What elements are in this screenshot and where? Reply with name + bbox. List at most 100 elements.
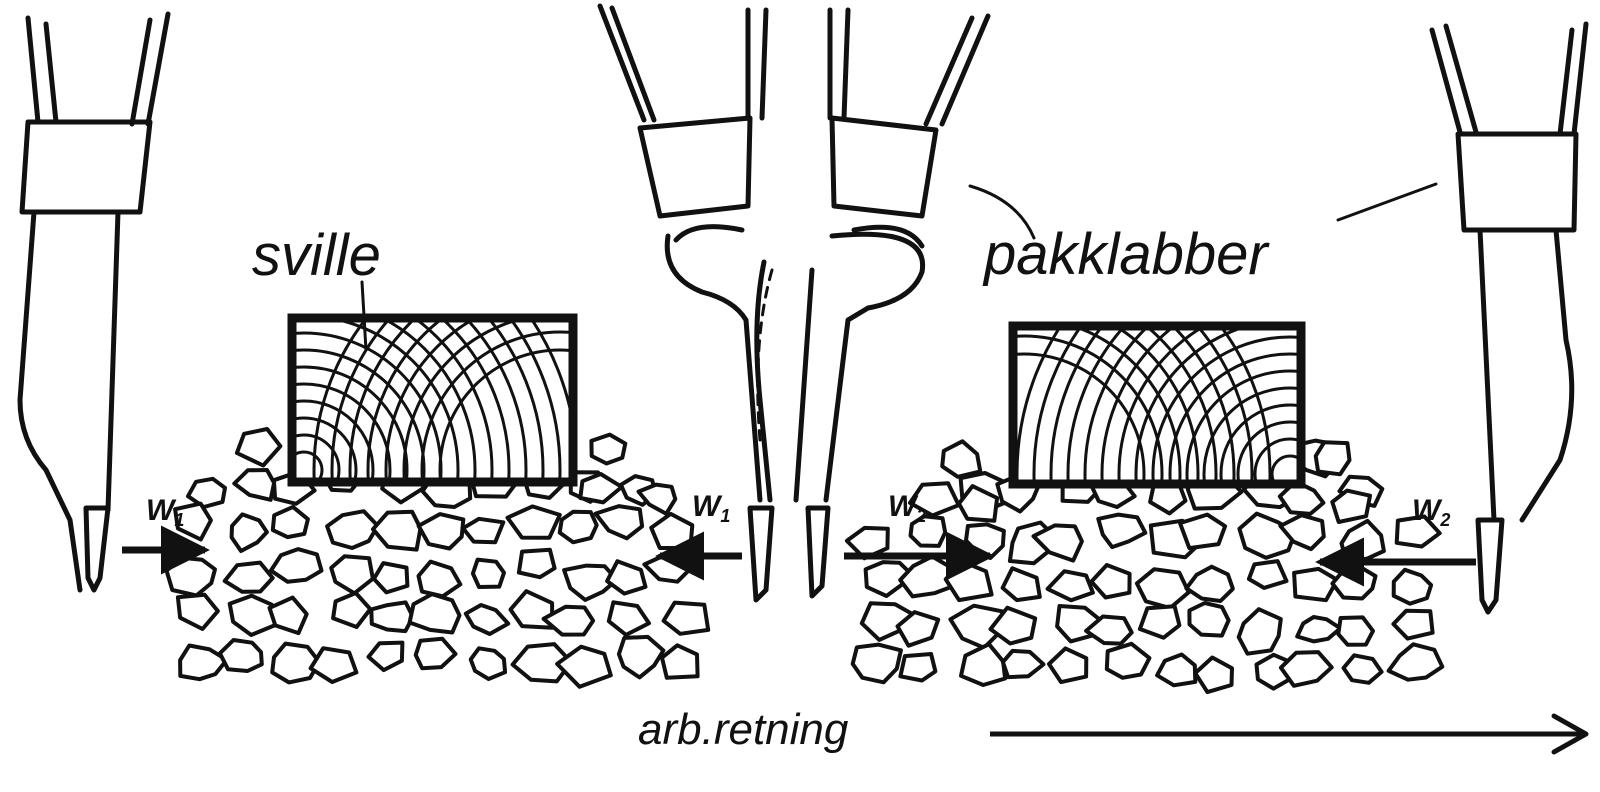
ballast-left bbox=[164, 427, 711, 689]
ballast-stone bbox=[371, 561, 410, 595]
wood-grain-ring bbox=[1202, 386, 1298, 481]
wood-grain-left bbox=[296, 321, 569, 479]
ballast-stone bbox=[416, 512, 466, 551]
sleeper-leader-line bbox=[360, 280, 368, 352]
ballast-stone bbox=[505, 504, 562, 540]
wood-grain-ring bbox=[402, 321, 520, 479]
ballast-stone bbox=[1246, 559, 1289, 590]
ballast-stone bbox=[1089, 563, 1132, 600]
wood-grain-ring bbox=[330, 321, 390, 479]
force-label-w1-left: W1 bbox=[146, 494, 184, 530]
wood-grain-ring bbox=[1219, 403, 1298, 481]
wood-grain-ring bbox=[296, 416, 358, 479]
ballast-stone bbox=[1336, 615, 1375, 647]
wood-grain-ring bbox=[336, 321, 460, 479]
ballast-stone bbox=[1278, 650, 1334, 688]
wood-grain-ring bbox=[1220, 329, 1272, 481]
ballast-stone bbox=[407, 592, 462, 635]
wood-grain-ring bbox=[1197, 329, 1254, 481]
wood-grain-ring bbox=[1016, 329, 1061, 481]
ballast-stone bbox=[217, 638, 264, 673]
ballast-stone bbox=[1295, 615, 1343, 644]
wood-grain-ring bbox=[296, 365, 409, 479]
ballast-stone bbox=[616, 634, 666, 680]
ballast-stone bbox=[555, 644, 613, 689]
ballast-stone bbox=[175, 592, 220, 631]
wood-grain-ring bbox=[1151, 335, 1298, 481]
wood-grain-right bbox=[1016, 329, 1298, 481]
ballast-stone bbox=[1155, 652, 1198, 688]
ballast-stone bbox=[578, 472, 624, 505]
ballast-stone bbox=[366, 640, 405, 673]
ballast-stone bbox=[649, 511, 695, 550]
wood-grain-ring bbox=[466, 321, 528, 479]
working-direction-label: arb.retning bbox=[638, 705, 849, 754]
ballast-stone bbox=[1278, 513, 1326, 552]
ballast-stone bbox=[186, 476, 227, 509]
tamping-tines-leader-line-right bbox=[1336, 182, 1438, 222]
ballast-stone bbox=[593, 504, 645, 541]
ballast-stone bbox=[463, 603, 511, 636]
wood-grain-ring bbox=[1173, 329, 1236, 481]
wood-grain-ring bbox=[1168, 352, 1298, 481]
wood-grain-ring bbox=[296, 348, 426, 479]
ballast-stone bbox=[1386, 642, 1445, 682]
ballast-stone bbox=[229, 512, 269, 553]
ballast-stone bbox=[325, 509, 380, 550]
wood-grain-ring bbox=[442, 321, 511, 479]
ballast-stone bbox=[908, 481, 961, 518]
ballast-right bbox=[844, 438, 1445, 695]
wood-grain-ring bbox=[488, 321, 545, 479]
force-label-w2-left: W2 bbox=[888, 490, 926, 526]
ballast-stone bbox=[267, 595, 309, 636]
tamping-tines-leader-line-left bbox=[968, 184, 1036, 240]
ballast-stone bbox=[557, 509, 599, 545]
sleeper-left bbox=[287, 313, 578, 487]
ballast-stone bbox=[1104, 641, 1152, 680]
ballast-stone bbox=[510, 642, 574, 684]
wood-grain-ring bbox=[1253, 437, 1298, 481]
working-direction-arrow bbox=[990, 713, 1589, 755]
sleeper-label: sville bbox=[252, 223, 381, 288]
wood-grain-ring bbox=[384, 321, 477, 479]
ballast-stone bbox=[416, 559, 463, 599]
ballast-stone bbox=[270, 504, 310, 540]
ballast-stone bbox=[461, 516, 506, 545]
ballast-stone bbox=[1394, 514, 1442, 549]
ballast-stone bbox=[1313, 440, 1352, 477]
ballast-stone bbox=[1330, 565, 1378, 601]
wood-grain-ring bbox=[420, 330, 569, 479]
tamping-tines-label: pakklabber bbox=[982, 222, 1270, 287]
ballast-stone bbox=[956, 484, 1000, 523]
wood-grain-ring bbox=[296, 450, 324, 479]
wood-grain-ring bbox=[1236, 420, 1298, 481]
wood-grain-ring bbox=[384, 321, 474, 479]
ballast-stone bbox=[606, 600, 651, 637]
ballast-stone bbox=[863, 560, 913, 598]
ballast-stone bbox=[605, 559, 648, 596]
ballast-stone bbox=[940, 439, 983, 479]
wood-grain-ring bbox=[296, 382, 392, 479]
sleeper-right bbox=[1008, 321, 1306, 489]
ballast-stone bbox=[898, 652, 938, 683]
ballast-stone bbox=[1047, 646, 1089, 685]
wood-grain-ring bbox=[296, 433, 341, 479]
wood-grain-ring bbox=[1185, 369, 1298, 481]
wood-grain-ring bbox=[1066, 329, 1124, 481]
wood-grain-ring bbox=[438, 348, 569, 479]
ballast-stone bbox=[234, 427, 283, 468]
wood-grain-ring bbox=[312, 321, 367, 479]
ballast-stone bbox=[1187, 601, 1231, 638]
tamping-tool-right bbox=[1429, 21, 1589, 615]
ballast-stone bbox=[1341, 653, 1384, 685]
wood-grain-ring bbox=[1016, 334, 1164, 481]
ballast-stone bbox=[1031, 523, 1084, 563]
ballast-stone bbox=[1193, 655, 1234, 695]
force-label-w1-right: W1 bbox=[692, 490, 730, 526]
ballast-stone bbox=[908, 514, 948, 548]
ballast-stone bbox=[1000, 566, 1042, 603]
ballast-stone bbox=[541, 604, 596, 637]
tamping-tool-center bbox=[597, 3, 991, 603]
ballast-stone bbox=[331, 591, 373, 629]
